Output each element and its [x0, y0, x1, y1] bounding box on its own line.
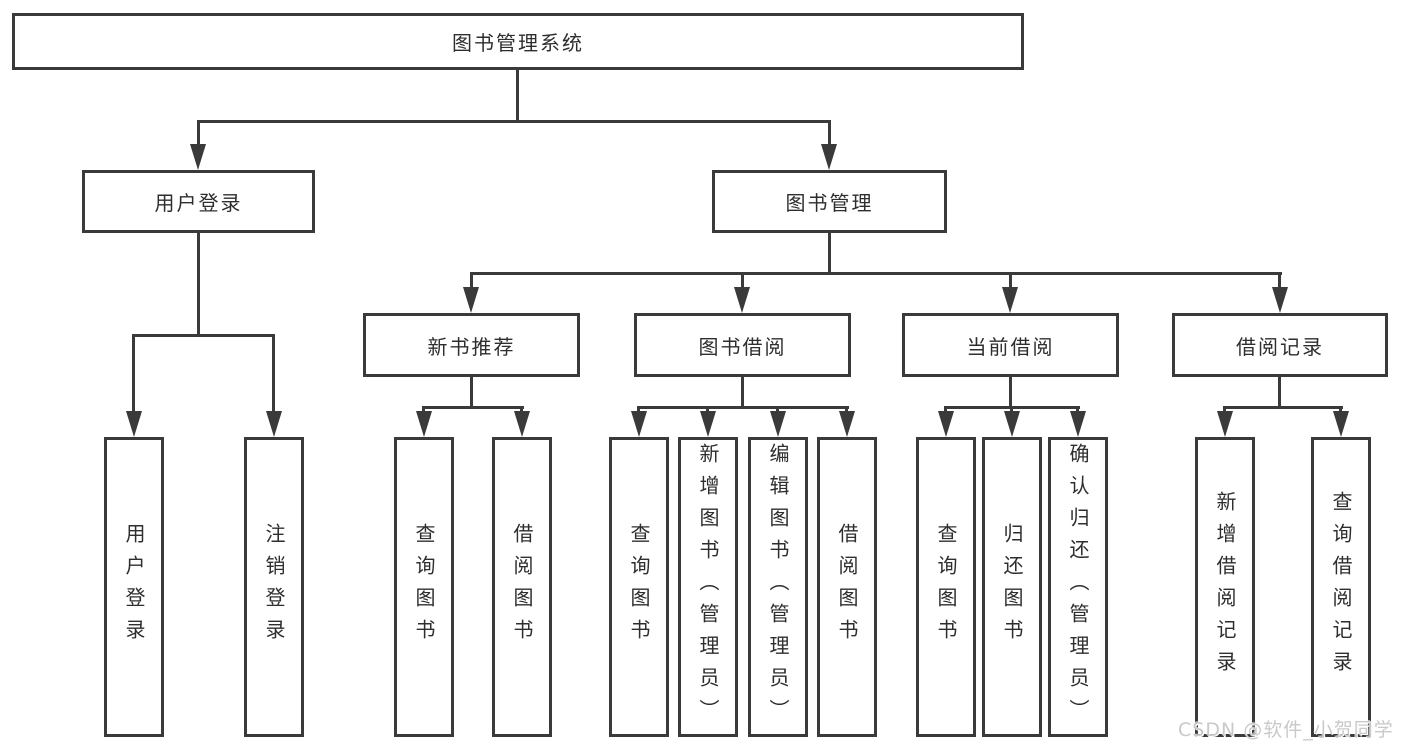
connector-line: [1009, 377, 1012, 408]
connector-line: [197, 120, 200, 146]
arrow-down-icon: [266, 411, 282, 437]
connector-line: [422, 406, 524, 409]
connector-line: [1339, 406, 1342, 414]
node-new-book-recommend: 新书推荐: [363, 313, 580, 377]
arrow-down-icon: [416, 411, 432, 437]
connector-line: [516, 70, 519, 122]
connector-line: [1223, 406, 1343, 409]
arrow-down-icon: [463, 287, 479, 313]
arrow-down-icon: [126, 411, 142, 437]
leaf-recommend-borrow-books: 借阅图书: [492, 437, 552, 737]
arrow-down-icon: [1002, 287, 1018, 313]
arrow-down-icon: [770, 411, 786, 437]
arrow-down-icon: [734, 287, 750, 313]
connector-line: [272, 334, 275, 414]
leaf-records-add-record: 新增借阅记录: [1195, 437, 1255, 737]
arrow-down-icon: [1004, 411, 1020, 437]
arrow-down-icon: [190, 144, 206, 170]
node-book-borrowing: 图书借阅: [634, 313, 851, 377]
arrow-down-icon: [1272, 287, 1288, 313]
connector-line: [1278, 377, 1281, 408]
leaf-borrowing-query-books: 查询图书: [609, 437, 669, 737]
arrow-down-icon: [839, 411, 855, 437]
connector-line: [1009, 272, 1012, 290]
connector-line: [1010, 406, 1013, 414]
connector-line: [706, 406, 709, 414]
connector-line: [132, 334, 275, 337]
leaf-borrowing-add-books-admin: 新增图书（管理员）: [678, 437, 738, 737]
node-book-management: 图书管理: [712, 170, 947, 233]
arrow-down-icon: [1070, 411, 1086, 437]
node-current-borrowing: 当前借阅: [902, 313, 1119, 377]
connector-line: [828, 120, 831, 146]
connector-line: [132, 334, 135, 414]
connector-line: [470, 377, 473, 408]
arrow-down-icon: [821, 144, 837, 170]
arrow-down-icon: [1217, 411, 1233, 437]
leaf-current-return-books: 归还图书: [982, 437, 1042, 737]
arrow-down-icon: [938, 411, 954, 437]
leaf-logout: 注销登录: [244, 437, 304, 737]
connector-line: [637, 406, 849, 409]
node-root: 图书管理系统: [12, 13, 1024, 70]
node-user-login: 用户登录: [82, 170, 315, 233]
connector-line: [828, 233, 831, 274]
connector-line: [944, 406, 947, 414]
connector-line: [1076, 406, 1079, 414]
leaf-recommend-query-books: 查询图书: [394, 437, 454, 737]
leaf-user-login: 用户登录: [104, 437, 164, 737]
connector-line: [741, 272, 744, 290]
leaf-borrowing-borrow-books: 借阅图书: [817, 437, 877, 737]
leaf-current-query-books: 查询图书: [916, 437, 976, 737]
connector-line: [741, 377, 744, 408]
connector-line: [776, 406, 779, 414]
connector-line: [197, 233, 200, 336]
leaf-borrowing-edit-books-admin: 编辑图书（管理员）: [748, 437, 808, 737]
leaf-records-query-record: 查询借阅记录: [1311, 437, 1371, 737]
node-borrow-records: 借阅记录: [1172, 313, 1388, 377]
connector-line: [1223, 406, 1226, 414]
csdn-watermark: CSDN @软件_小贺同学: [1178, 719, 1394, 741]
connector-line: [470, 272, 1282, 275]
connector-line: [520, 406, 523, 414]
arrow-down-icon: [1333, 411, 1349, 437]
connector-line: [470, 272, 473, 290]
connector-line: [422, 406, 425, 414]
connector-line: [1278, 272, 1281, 290]
connector-line: [845, 406, 848, 414]
arrow-down-icon: [700, 411, 716, 437]
arrow-down-icon: [631, 411, 647, 437]
connector-line: [637, 406, 640, 414]
connector-line: [197, 120, 831, 123]
leaf-current-confirm-return-admin: 确认归还（管理员）: [1048, 437, 1108, 737]
arrow-down-icon: [514, 411, 530, 437]
